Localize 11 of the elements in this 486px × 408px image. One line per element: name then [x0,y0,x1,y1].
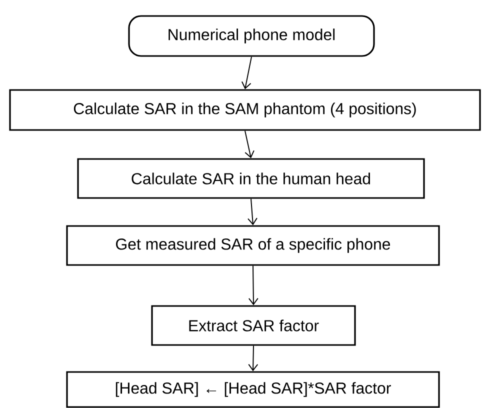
process-box: Calculate SAR in the human head [77,158,425,199]
arrow [248,198,258,226]
start-box: Numerical phone model [128,15,375,57]
process-box: [Head SAR] ← [Head SAR]*SAR factor [66,371,440,408]
arrow [241,56,252,90]
arrow [244,130,254,158]
arrow [248,265,258,306]
process-box: Extract SAR factor [151,305,356,346]
process-box: Calculate SAR in the SAM phantom (4 positions) [9,89,481,131]
process-box: Get measured SAR of a specific phone [66,225,440,266]
arrow [248,345,258,372]
